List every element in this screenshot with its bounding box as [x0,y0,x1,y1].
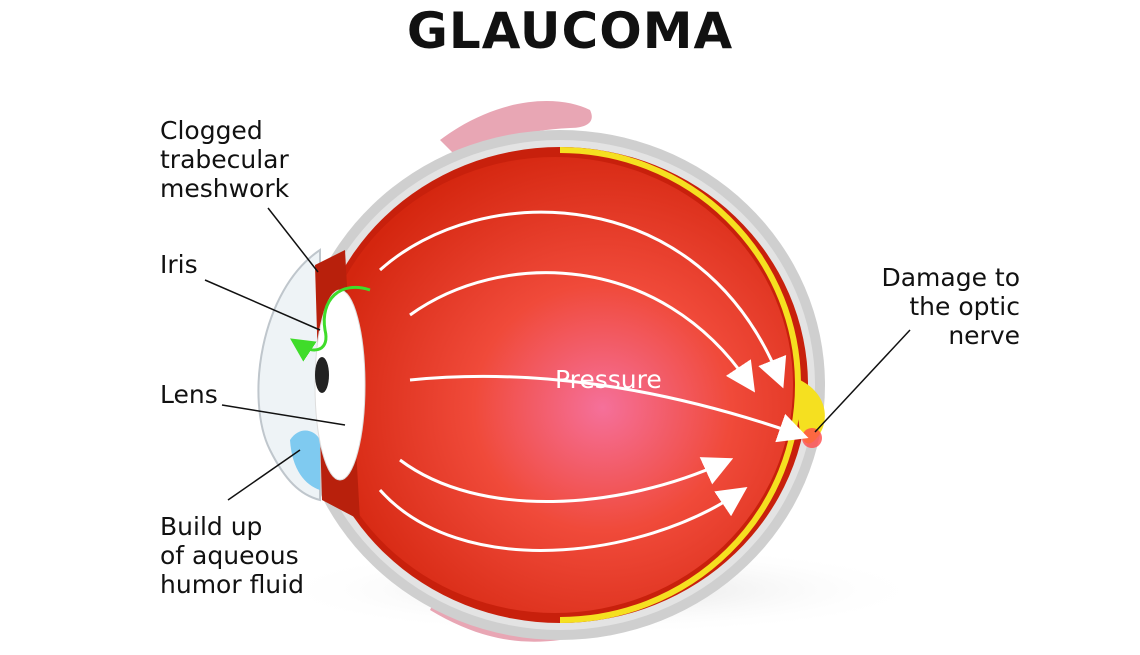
label-aqueous-buildup: Build up of aqueous humor fluid [160,512,304,599]
pressure-arrows [378,210,809,552]
optic-nerve-damage [802,428,822,448]
label-line: humor fluid [160,570,304,599]
label-iris: Iris [160,250,198,279]
aqueous-fluid [290,430,320,490]
label-line: Lens [160,380,218,409]
label-line: Build up [160,512,263,541]
label-line: Damage to [881,263,1020,292]
label-line: of aqueous [160,541,299,570]
label-clogged-meshwork: Clogged trabecular meshwork [160,116,289,203]
fluid-flow-arrow [290,285,371,362]
label-optic-nerve-damage: Damage to the optic nerve [881,263,1020,350]
label-line: Clogged [160,116,263,145]
label-line: meshwork [160,174,290,203]
label-line: the optic [909,292,1020,321]
label-line: nerve [948,321,1020,350]
leader-lines [204,207,911,501]
retina [559,147,801,623]
label-line: Iris [160,250,198,279]
pressure-label: Pressure [555,365,662,394]
page-title: GLAUCOMA [406,2,734,60]
label-line: trabecular [160,145,289,174]
label-lens: Lens [160,380,218,409]
pupil [315,357,329,393]
